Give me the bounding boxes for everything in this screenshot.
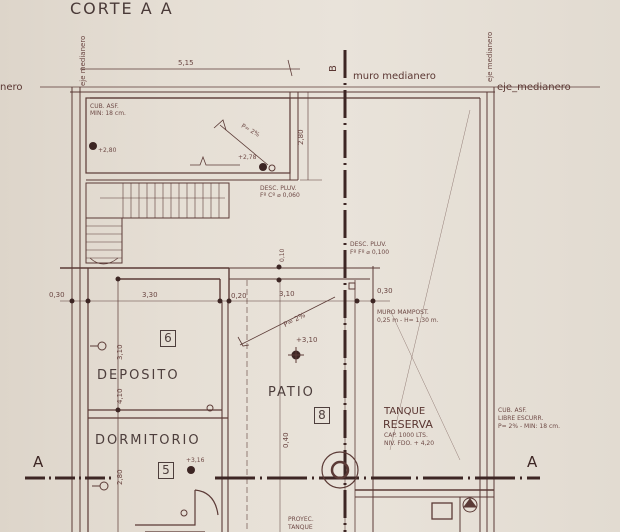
room-label-deposito: DEPOSITO	[97, 368, 180, 383]
desc-pluv-1-b: Fº Cº ⌀ 0,060	[260, 192, 300, 199]
cub-asf-min-label: MIN: 18 cm.	[90, 110, 126, 117]
room-number-dormitorio: 5	[158, 462, 174, 479]
desc-pluv-2-b: Fº Fº ⌀ 0,100	[350, 249, 390, 256]
dim-top-small: 0,10	[279, 248, 286, 262]
dim-patio-width: 3,10	[279, 290, 295, 298]
dim-top-width: 5,15	[178, 59, 194, 67]
tanque-label-a: TANQUE	[384, 406, 426, 417]
cub-asf-right-a: CUB. ASF.	[498, 407, 527, 414]
section-a-left-label: A	[33, 453, 44, 471]
room-label-dormitorio: DORMITORIO	[95, 433, 201, 448]
cub-asf-right-b: LIBRE ESCURR.	[498, 415, 544, 422]
eje-medianero-right-vertical: eje medianero	[486, 31, 494, 82]
eje-medianero-right-horizontal: eje_medianero	[497, 82, 571, 93]
section-b-label: B	[328, 65, 339, 72]
desc-pluv-2-a: DESC. PLUV.	[350, 241, 387, 248]
dim-left-wall: 0,30	[49, 291, 65, 299]
level-dormitorio: +3,16	[186, 457, 205, 464]
dim-right-wall: 0,30	[377, 287, 393, 295]
eje-medianero-left-horizontal: nero	[0, 82, 23, 93]
cub-asf-label: CUB. ASF.	[90, 103, 119, 110]
level-roof-left: +2,80	[98, 147, 117, 154]
muro-mampost-b: 0,25 m - H= 1,30 m.	[377, 317, 439, 324]
dim-deposito-width: 3,30	[142, 291, 158, 299]
level-roof-right: +2,78	[238, 154, 257, 161]
tanque-level: NIV. FDO. + 4,20	[384, 440, 435, 447]
muro-medianero-label: muro medianero	[353, 71, 436, 82]
eje-medianero-left-vertical: eje medianero	[79, 35, 87, 86]
tanque-capacity: CAP. 1000 LTS.	[384, 432, 428, 439]
dim-partition: 0,20	[231, 292, 247, 300]
drawing-title: CORTE A A	[70, 0, 174, 18]
cub-asf-right-c: P= 2% - MIN: 18 cm.	[498, 423, 561, 430]
bottom-tank-b: TANQUE	[288, 524, 313, 531]
dim-patio-level: 0,40	[282, 432, 290, 448]
desc-pluv-1-a: DESC. PLUV.	[260, 185, 297, 192]
dim-top-height: 2,80	[297, 129, 305, 145]
tanque-label-b: RESERVA	[383, 418, 433, 431]
room-label-patio: PATIO	[268, 385, 315, 400]
muro-mampost-a: MURO MAMPOST.	[377, 309, 429, 316]
dim-deposito-height-1: 3,10	[116, 344, 124, 360]
room-number-deposito: 6	[160, 330, 176, 347]
bottom-tank-a: PROYEC.	[288, 516, 314, 523]
dim-dormitorio-height: 2,80	[116, 469, 124, 485]
room-number-patio: 8	[314, 407, 330, 424]
dim-deposito-height-2: 4,10	[116, 388, 124, 404]
level-patio: +3,10	[296, 336, 318, 344]
section-a-right-label: A	[527, 453, 538, 471]
